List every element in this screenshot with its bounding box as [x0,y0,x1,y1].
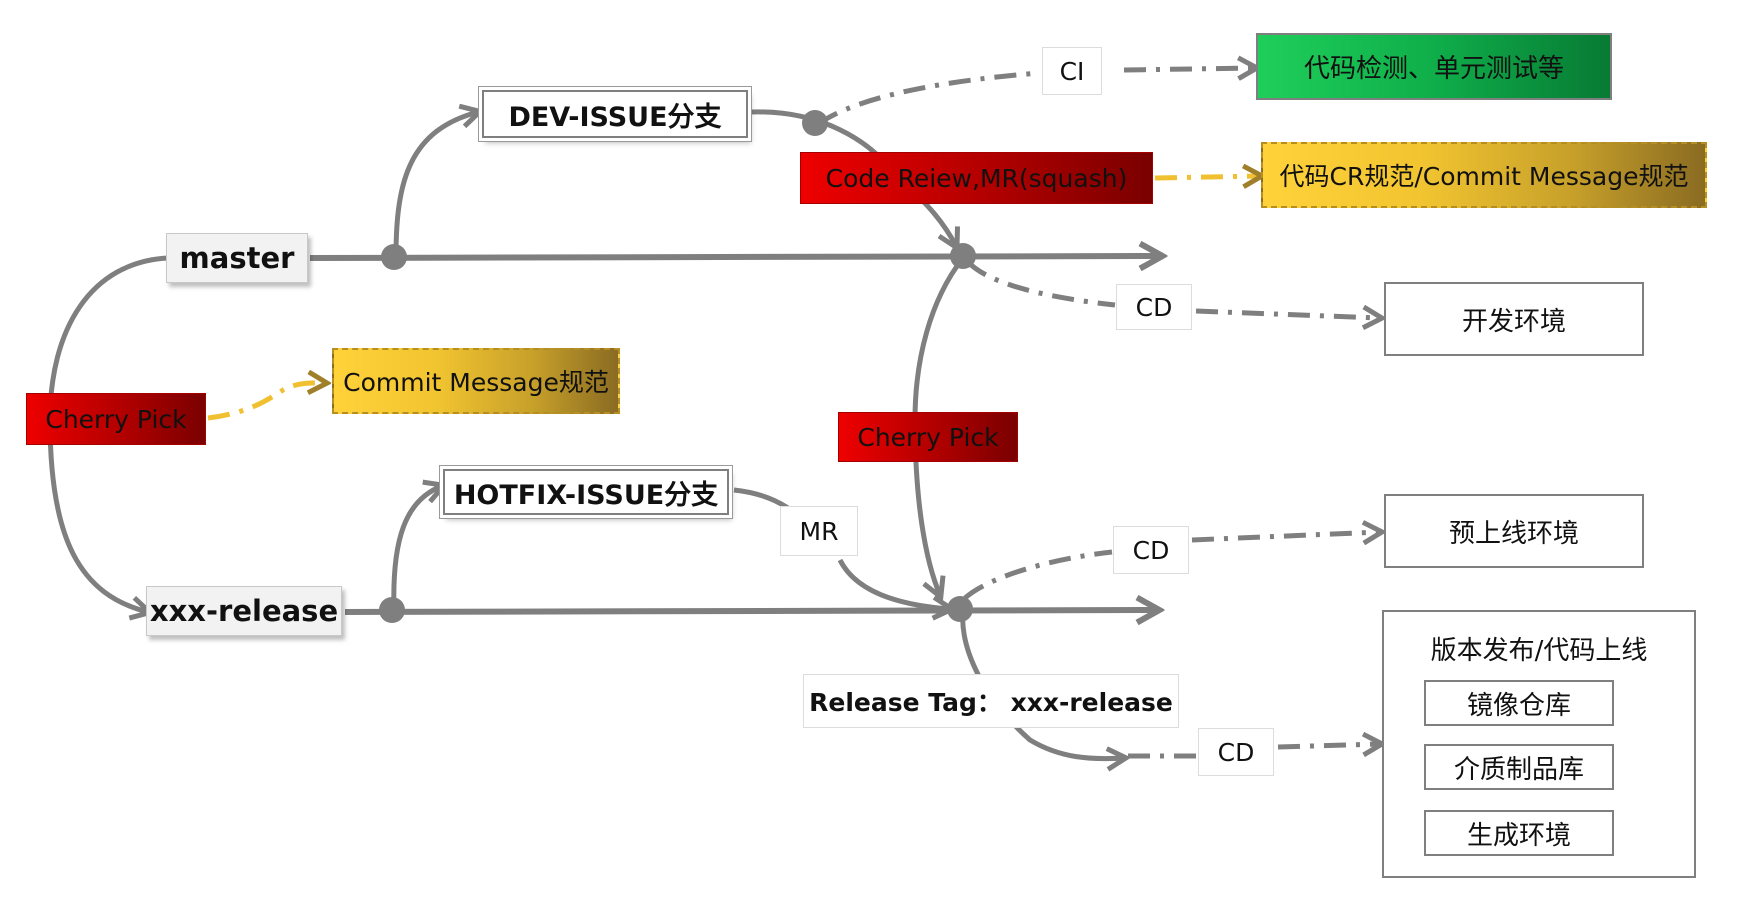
mr-merge-curve [837,558,950,609]
master-line [309,256,1160,258]
ci-dashed-1 [816,70,1041,127]
cherry-pick-mid-label: Cherry Pick [857,422,999,452]
junction-node [950,243,976,269]
ci-label: CI [1042,47,1102,95]
mr-label: MR [780,506,858,556]
master-branch-label: master [179,241,295,275]
cherry-pick-left-box: Cherry Pick [26,393,206,445]
cr-commit-message-note-text: 代码CR规范/Commit Message规范 [1279,162,1689,191]
pre-environment-box: 预上线环境 [1384,494,1644,568]
ci-dashed-2 [1123,68,1255,70]
production-env-label: 生成环境 [1466,820,1571,851]
dev-issue-branch-box: DEV-ISSUE分支 [482,90,748,138]
cd-dev-dashed-1 [966,260,1116,308]
cd-dev-label-text: CD [1135,292,1173,322]
master-branch-box: master [166,233,308,283]
dev-environment-label: 开发环境 [1461,306,1566,337]
release-panel: 版本发布/代码上线 镜像仓库 介质制品库 生成环境 [1382,610,1696,878]
junction-node [947,596,973,622]
release-branch-label: xxx-release [149,594,339,628]
artifact-repo-label: 介质制品库 [1453,754,1584,785]
commit-message-note: Commit Message规范 [332,348,620,414]
code-review-box: Code Reiew,MR(squash) [800,152,1153,204]
cd-dev-label: CD [1116,284,1192,330]
release-tag-label: Release Tag： xxx-release [803,674,1179,728]
cherry-pick-mid-box: Cherry Pick [838,412,1018,462]
cd-dev-dashed-2 [1195,311,1380,318]
image-registry-label: 镜像仓库 [1466,690,1571,721]
release-tag-label-text: Release Tag： xxx-release [809,688,1173,717]
release-branch-box: xxx-release [146,586,342,636]
dev-environment-box: 开发环境 [1384,282,1644,356]
cd-pre-label: CD [1113,526,1189,574]
production-env-box: 生成环境 [1424,810,1614,856]
hotfix-issue-branch-box: HOTFIX-ISSUE分支 [443,469,729,515]
artifact-repo-box: 介质制品库 [1424,744,1614,790]
cd-release-dashed-2 [1277,744,1380,747]
cd-pre-dashed-1 [963,549,1113,600]
junction-node [379,597,405,623]
junction-node [802,110,828,136]
cd-pre-dashed-2 [1191,532,1380,540]
cr-commit-message-note: 代码CR规范/Commit Message规范 [1261,142,1707,208]
gold-dashed-cr [1154,176,1260,178]
release-line [344,610,1157,612]
cd-release-label: CD [1198,728,1274,776]
hotfix-branch-curve [391,486,442,611]
cd-release-label-text: CD [1217,737,1255,767]
junction-node [381,244,407,270]
code-review-label: Code Reiew,MR(squash) [825,163,1128,193]
release-tag-curve [960,611,1124,759]
image-registry-box: 镜像仓库 [1424,680,1614,726]
cherry-pick-left-label: Cherry Pick [45,404,187,434]
pre-environment-label: 预上线环境 [1448,518,1579,549]
cd-pre-label-text: CD [1132,535,1170,565]
ci-result-box: 代码检测、单元测试等 [1256,33,1612,100]
dev-issue-branch-label: DEV-ISSUE分支 [508,101,722,133]
dev-issue-branch-curve [393,112,478,257]
commit-message-note-text: Commit Message规范 [343,368,609,397]
ci-result-text: 代码检测、单元测试等 [1303,54,1564,84]
hotfix-issue-branch-label: HOTFIX-ISSUE分支 [453,479,719,511]
ci-label-text: CI [1059,56,1085,86]
mr-label-text: MR [799,516,839,546]
gold-dashed-commit [207,383,325,421]
release-panel-title: 版本发布/代码上线 [1430,636,1648,666]
